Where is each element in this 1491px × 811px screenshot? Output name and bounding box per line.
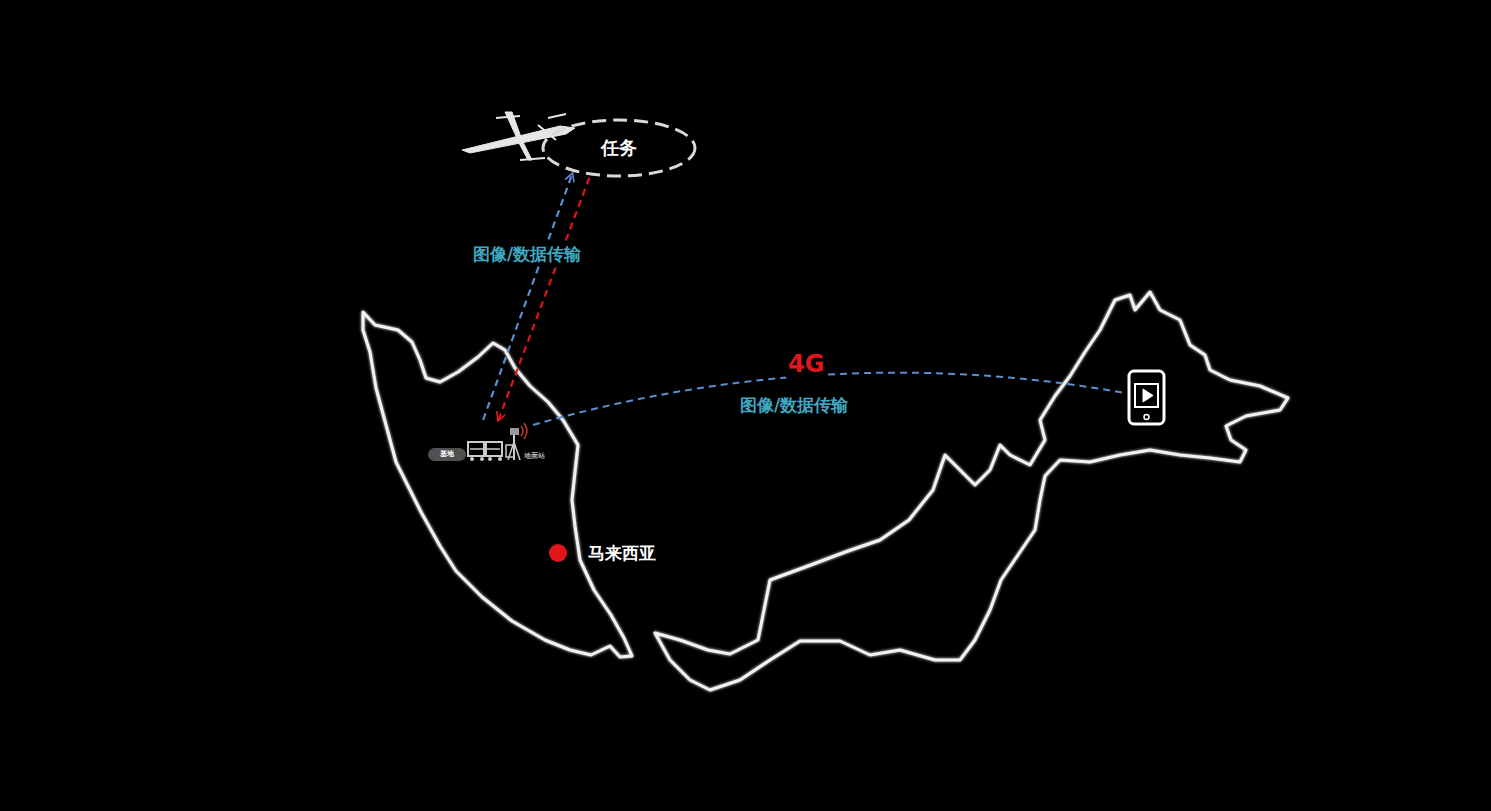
base-pill: 基地: [428, 448, 466, 461]
4g-link-curve: [533, 373, 1125, 425]
link-label: 图像/数据传输: [738, 394, 850, 417]
east-malaysia-outline: [655, 292, 1288, 690]
peninsular-malaysia-outline: [363, 312, 632, 657]
country-label: 马来西亚: [586, 542, 658, 565]
node-label: 基地: [440, 451, 454, 459]
ground-station: 地面站: [466, 420, 556, 464]
mission-ellipse: 任务: [541, 118, 697, 178]
node-label: 地面站: [524, 453, 545, 461]
location-dot: [549, 544, 567, 562]
phone-icon: [1129, 371, 1164, 424]
data-link-arrow: [483, 174, 572, 420]
network-label: 4G: [786, 350, 826, 378]
link-label: 图像/数据传输: [471, 243, 583, 266]
drone-icon: [462, 112, 575, 160]
data-link-arrow: [498, 178, 589, 420]
node-label: 任务: [601, 138, 637, 158]
